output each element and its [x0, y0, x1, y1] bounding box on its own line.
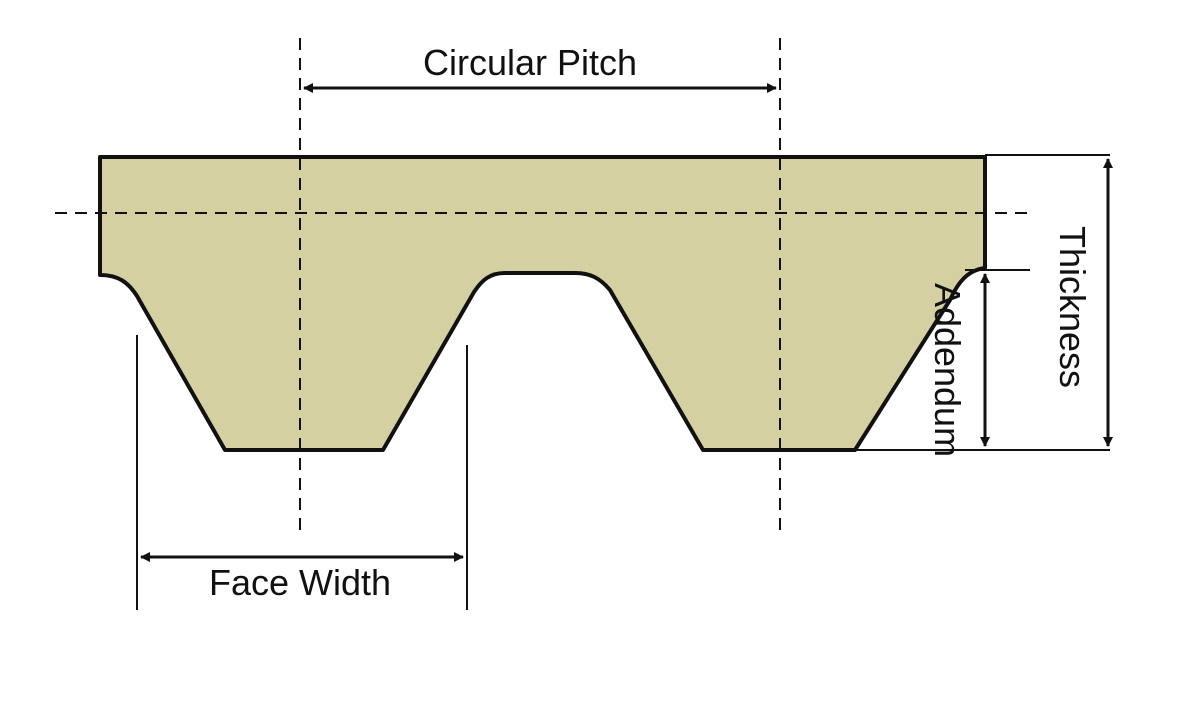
addendum-label: Addendum: [927, 283, 968, 457]
thickness-label: Thickness: [1052, 226, 1093, 388]
face-width-label: Face Width: [209, 562, 391, 603]
circular-pitch-label: Circular Pitch: [423, 42, 637, 83]
belt-profile: [98, 155, 987, 452]
